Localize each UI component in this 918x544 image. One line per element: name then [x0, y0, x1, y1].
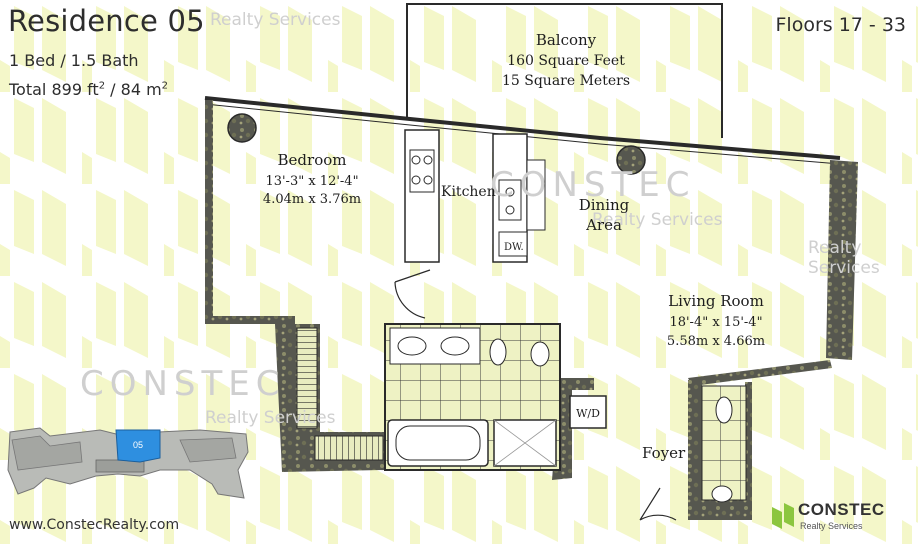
brand-name: CONSTEC [798, 500, 885, 519]
column-center [616, 145, 646, 175]
balcony-sqft: 160 Square Feet [507, 53, 625, 69]
brand-tagline: Realty Services [800, 521, 863, 531]
total-area-ft: Total 899 ft [9, 80, 99, 99]
toilet [489, 338, 507, 366]
wall-foyer-right [688, 380, 702, 520]
bedroom-name: Bedroom [278, 151, 347, 169]
total-area-m: / 84 m [105, 80, 162, 99]
dishwasher-label: DW. [504, 242, 524, 253]
step-horizontal [314, 435, 384, 461]
key-plan-unit-highlight[interactable] [115, 429, 161, 463]
total-area: Total 899 ft2 / 84 m2 [9, 80, 168, 99]
balcony-label: Balcony 160 Square Feet 15 Square Meters [502, 31, 630, 89]
website-link[interactable]: www.ConstecRealty.com [9, 517, 180, 533]
watermark-sub: Realty Services [210, 10, 341, 30]
superscript-2: 2 [98, 80, 106, 92]
page-title: Residence 05 [8, 4, 205, 38]
wall-foyer-left [552, 378, 594, 480]
key-plan [7, 427, 249, 499]
superscript-2: 2 [161, 80, 169, 92]
living-label: Living Room 18'-4" x 15'-4" 5.58m x 4.66… [667, 292, 765, 349]
bathtub [387, 419, 489, 467]
watermark-sub: Realty Services [592, 210, 723, 230]
floors-label: Floors 17 - 33 [775, 14, 907, 36]
wd-label: W/D [576, 407, 600, 420]
bedroom-dim-ft: 13'-3" x 12'-4" [265, 174, 358, 189]
wall-left [205, 100, 213, 322]
watermark-sub: Realty Services [808, 238, 880, 278]
kitchen-label: Kitchen [441, 184, 496, 200]
foyer-label: Foyer [642, 444, 686, 462]
wall-right [826, 160, 858, 360]
wd-closet [569, 395, 607, 429]
balcony-name: Balcony [536, 31, 597, 49]
bedroom-door [394, 269, 431, 319]
watermark-word: CONSTEC [490, 165, 696, 205]
beds-baths: 1 Bed / 1.5 Bath [9, 51, 139, 70]
window-wall [204, 96, 841, 160]
step-vertical [296, 327, 318, 429]
wall-living-bottom [688, 360, 832, 386]
sink [498, 179, 522, 221]
vanity [389, 327, 481, 365]
constec-logo-icon [772, 503, 794, 529]
cooktop [409, 149, 435, 193]
brand-logo: CONSTEC Realty Services [770, 497, 910, 537]
dining-area: Area [585, 216, 622, 234]
bidet [530, 341, 550, 367]
dining-label: Dining Area [579, 196, 630, 234]
dining-name: Dining [579, 196, 630, 214]
living-dim-ft: 18'-4" x 15'-4" [669, 315, 762, 330]
living-name: Living Room [668, 292, 764, 310]
entry-door [639, 487, 677, 521]
living-dim-m: 5.58m x 4.66m [667, 334, 765, 349]
key-plan-unit-label: 05 [133, 440, 143, 450]
bedroom-dim-m: 4.04m x 3.76m [263, 192, 361, 207]
balcony-sqm: 15 Square Meters [502, 73, 630, 89]
balcony-outline [406, 3, 723, 138]
bedroom-label: Bedroom 13'-3" x 12'-4" 4.04m x 3.76m [263, 151, 361, 207]
column-left [227, 113, 257, 143]
watermark-sub: Realty Services [205, 408, 336, 428]
watermark-word: CONSTEC [80, 364, 286, 404]
wall-powder [702, 500, 752, 520]
wall-bedroom-bottom [205, 316, 295, 324]
